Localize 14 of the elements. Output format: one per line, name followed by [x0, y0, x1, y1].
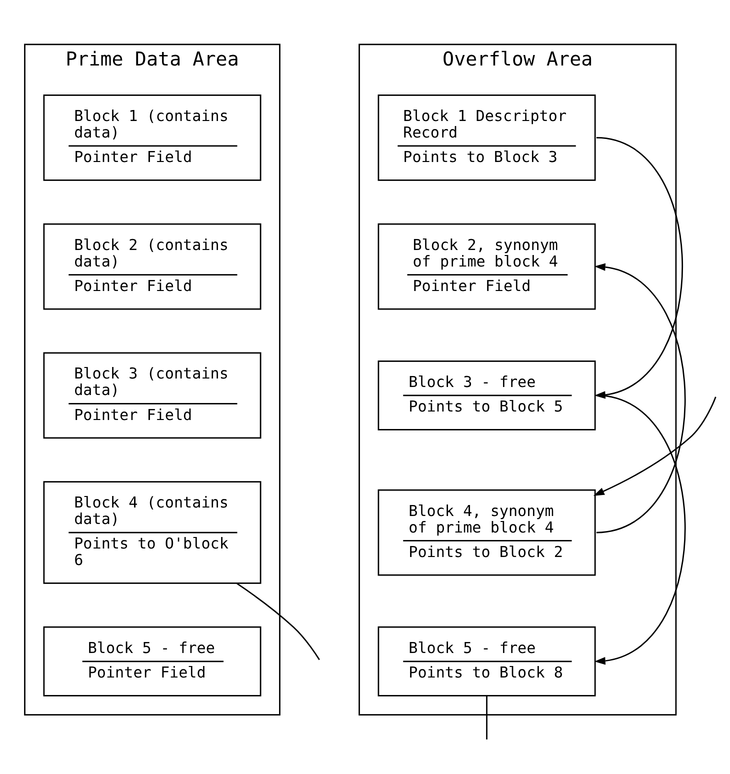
connector [486, 696, 488, 740]
node-box: Block 2 (contains data) Pointer Field [43, 223, 262, 310]
node-box: Block 5 - free Points to Block 8 [378, 626, 596, 696]
node-box: Block 3 (contains data) Pointer Field [43, 352, 262, 439]
node-box: Block 4 (contains data) Points to O'block 6 [43, 481, 262, 584]
node-box: Block 2, synonym of prime block 4 Pointer Field [378, 223, 596, 310]
node-box: Block 1 Descriptor Record Points to Block 3 [378, 94, 596, 181]
node-box: Block 1 (contains data) Pointer Field [43, 94, 262, 181]
node-box: Block 4, synonym of prime block 4 Points to Block 2 [378, 489, 596, 576]
node-box: Block 5 - free Pointer Field [43, 626, 262, 696]
arrow [594, 394, 686, 665]
arrow [593, 396, 716, 496]
node-box: Block 3 - free Points to Block 5 [378, 360, 596, 430]
connector [236, 582, 320, 660]
